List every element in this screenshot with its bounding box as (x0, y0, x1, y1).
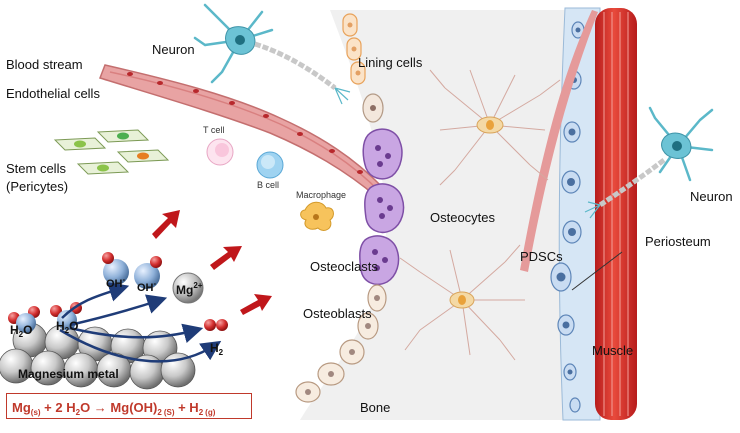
osteocyte-upper (429, 69, 561, 186)
b-cell-nucleus (261, 155, 275, 169)
reaction-equation-box: Mg(s) + 2 H2O → Mg(OH)2(S) + H2(g) (6, 393, 252, 419)
label-t-cell: T cell (203, 125, 224, 135)
periosteum-layer (558, 7, 601, 421)
label-lining-cells: Lining cells (358, 55, 423, 70)
label-endothelial-cells: Endothelial cells (6, 86, 100, 101)
label-stem-cells: Stem cells (6, 161, 66, 176)
bone-vessel (520, 10, 598, 272)
equation-text: Mg(s) + 2 H2O → Mg(OH)2(S) + H2(g) (12, 400, 216, 417)
label-neuron-top: Neuron (152, 42, 195, 57)
label-oh-2: OH- (137, 279, 157, 294)
neuron-right (584, 106, 714, 219)
stem-cell-nuclei (74, 132, 149, 172)
label-muscle: Muscle (592, 343, 633, 358)
stem-cells (53, 129, 170, 175)
osteocyte-lower (399, 244, 525, 361)
label-oh-1: OH- (106, 275, 126, 290)
label-pdscs: PDSCs (520, 249, 563, 264)
label-h2o-left: H2O (10, 323, 32, 339)
label-h2o-right: H2O (56, 319, 78, 335)
osteoclasts-cells (359, 128, 405, 286)
lining-cells (342, 13, 366, 85)
label-h2: H2 (210, 341, 224, 357)
label-osteoclasts: Osteoclasts (310, 259, 378, 274)
hydroxide-ion-1 (102, 252, 129, 285)
label-mg-ion: Mg2+ (176, 281, 203, 297)
hydroxide-ion-2 (134, 256, 162, 289)
macrophage-nucleus (313, 214, 319, 220)
label-macrophage: Macrophage (296, 190, 346, 200)
periosteum-pointer (571, 251, 623, 291)
label-bone: Bone (360, 400, 390, 415)
muscle-tissue (595, 8, 637, 420)
label-neuron-right: Neuron (690, 189, 733, 204)
label-osteoblasts: Osteoblasts (303, 306, 372, 321)
hydrogen-molecule (204, 319, 228, 331)
water-molecule-right (50, 302, 82, 330)
label-b-cell: B cell (257, 180, 279, 190)
osteocyte-upper-nucleus (486, 120, 494, 130)
bone-surface-cells-upper (362, 93, 384, 123)
osteocyte-lower-nucleus (458, 295, 466, 305)
red-direction-arrows (152, 210, 272, 315)
label-osteocytes: Osteocytes (430, 210, 496, 225)
label-blood-stream: Blood stream (6, 57, 83, 72)
label-magnesium-metal: Magnesium metal (18, 367, 119, 381)
t-cell-nucleus (215, 143, 229, 157)
blood-vessel (99, 64, 387, 200)
label-periosteum: Periosteum (645, 234, 711, 249)
neuron-top (193, 3, 351, 105)
reaction-flow-arrows (59, 282, 222, 363)
osteoblasts-cells (295, 284, 387, 403)
reaction-equation: Mg(s) + 2 H2O → Mg(OH)2(S) + H2(g) (12, 400, 216, 417)
magnesium-ion (172, 272, 204, 304)
water-molecule-left (8, 306, 40, 333)
label-pericytes: (Pericytes) (6, 179, 68, 194)
pdsc-cells (550, 21, 585, 413)
